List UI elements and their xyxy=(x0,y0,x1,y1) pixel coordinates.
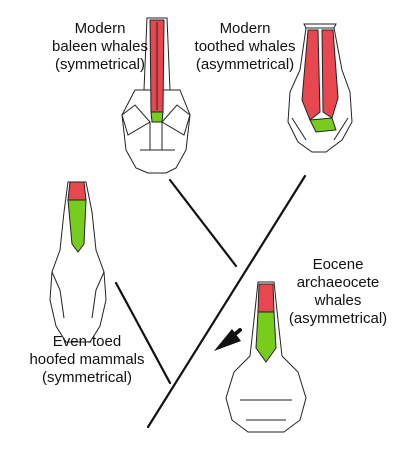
archaeocete-frontal xyxy=(255,311,277,363)
tree-branch-ungulates xyxy=(114,281,172,385)
archaeocete-nasal xyxy=(257,283,275,313)
label-eocene-whales: Eocene archaeocete whales (asymmetrical) xyxy=(278,256,398,328)
label-ungulates-line1: Even-toed xyxy=(52,333,122,350)
toothed-nasal xyxy=(301,29,321,121)
ungulate-nasal xyxy=(67,181,87,201)
phylogenetic-tree xyxy=(114,174,307,429)
label-ungulates-line2: hoofed mammals xyxy=(29,351,145,368)
label-eocene-line2: archaeocete xyxy=(296,274,380,291)
toothed-whale-skull xyxy=(287,23,353,153)
label-toothed-whales: Modern toothed whales (asymmetrical) xyxy=(185,20,305,74)
label-toothed-line3: (asymmetrical) xyxy=(195,56,295,73)
label-even-toed: Even-toed hoofed mammals (symmetrical) xyxy=(22,333,152,387)
label-baleen-line3: (symmetrical) xyxy=(55,56,145,73)
label-baleen-line2: baleen whales xyxy=(52,38,148,55)
label-ungulates-line3: (symmetrical) xyxy=(42,369,132,386)
label-eocene-line1: Eocene xyxy=(312,256,364,273)
label-baleen-whales: Modern baleen whales (symmetrical) xyxy=(48,20,152,74)
label-toothed-line1: Modern xyxy=(219,20,271,37)
ungulate-skull xyxy=(49,181,107,343)
label-toothed-line2: toothed whales xyxy=(194,38,296,55)
ungulate-frontal xyxy=(67,199,87,253)
tree-trunk xyxy=(146,174,307,429)
toothed-nasal-right xyxy=(321,29,339,119)
label-eocene-line4: (asymmetrical) xyxy=(288,310,388,327)
label-baleen-line1: Modern xyxy=(74,20,126,37)
toothed-frontal xyxy=(309,117,337,133)
label-eocene-line3: whales xyxy=(314,292,362,309)
tree-branch-baleen xyxy=(168,178,238,268)
baleen-whale-skull xyxy=(121,17,191,174)
archaeocete-skull xyxy=(225,281,307,433)
arrow-icon xyxy=(214,328,242,351)
baleen-frontal xyxy=(150,111,164,123)
